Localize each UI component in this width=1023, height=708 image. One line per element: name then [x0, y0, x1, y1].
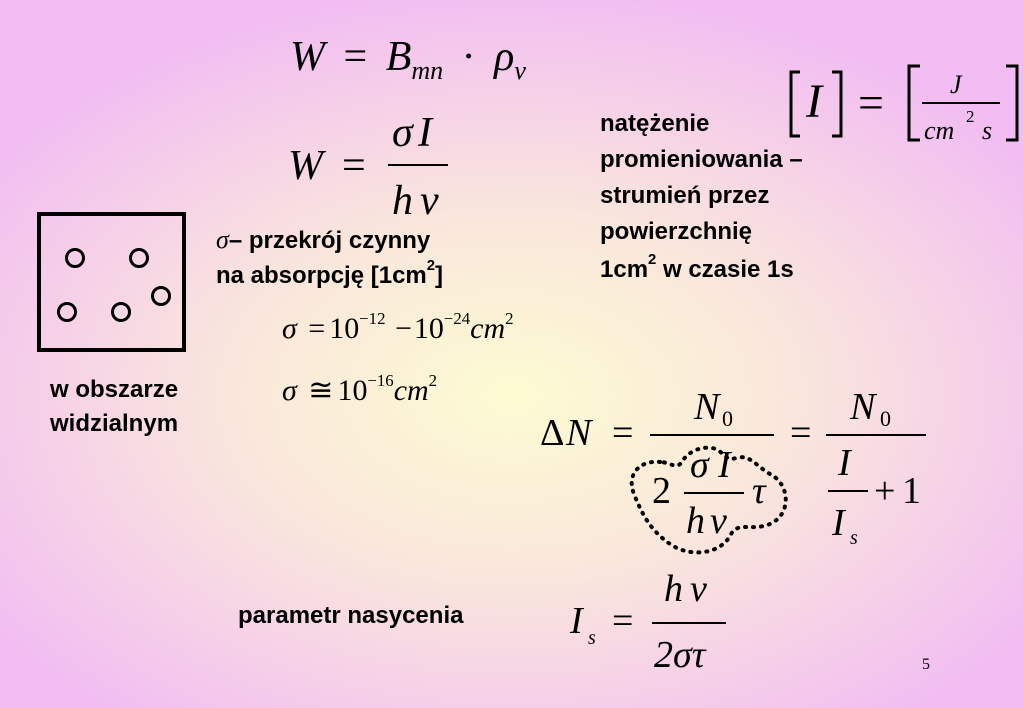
dotted-highlight-icon	[629, 445, 788, 555]
sigma-approx-equation: σ ≅10−16cm2	[282, 370, 438, 407]
fraction-bar	[922, 102, 1000, 104]
left-bracket-icon	[789, 70, 800, 138]
fraction-bar	[826, 434, 926, 436]
fraction-bar	[388, 164, 448, 166]
right-bracket-icon	[832, 70, 843, 138]
molecule-circle-icon	[65, 248, 85, 268]
fraction-bar	[652, 622, 726, 624]
molecule-circle-icon	[111, 302, 131, 322]
right-bracket-icon	[1006, 64, 1019, 142]
fraction-bar	[650, 434, 774, 436]
left-bracket-icon	[907, 64, 920, 142]
molecule-circle-icon	[129, 248, 149, 268]
page-number: 5	[922, 656, 930, 673]
molecule-circle-icon	[151, 286, 171, 306]
sigma-range-equation: σ =10−12 −10−24cm2	[282, 308, 514, 345]
molecule-box	[37, 212, 186, 352]
fraction-bar	[684, 492, 744, 494]
fraction-bar	[828, 490, 868, 492]
equation-rate-b: W = Bmn · ρν	[290, 34, 526, 86]
molecule-circle-icon	[57, 302, 77, 322]
